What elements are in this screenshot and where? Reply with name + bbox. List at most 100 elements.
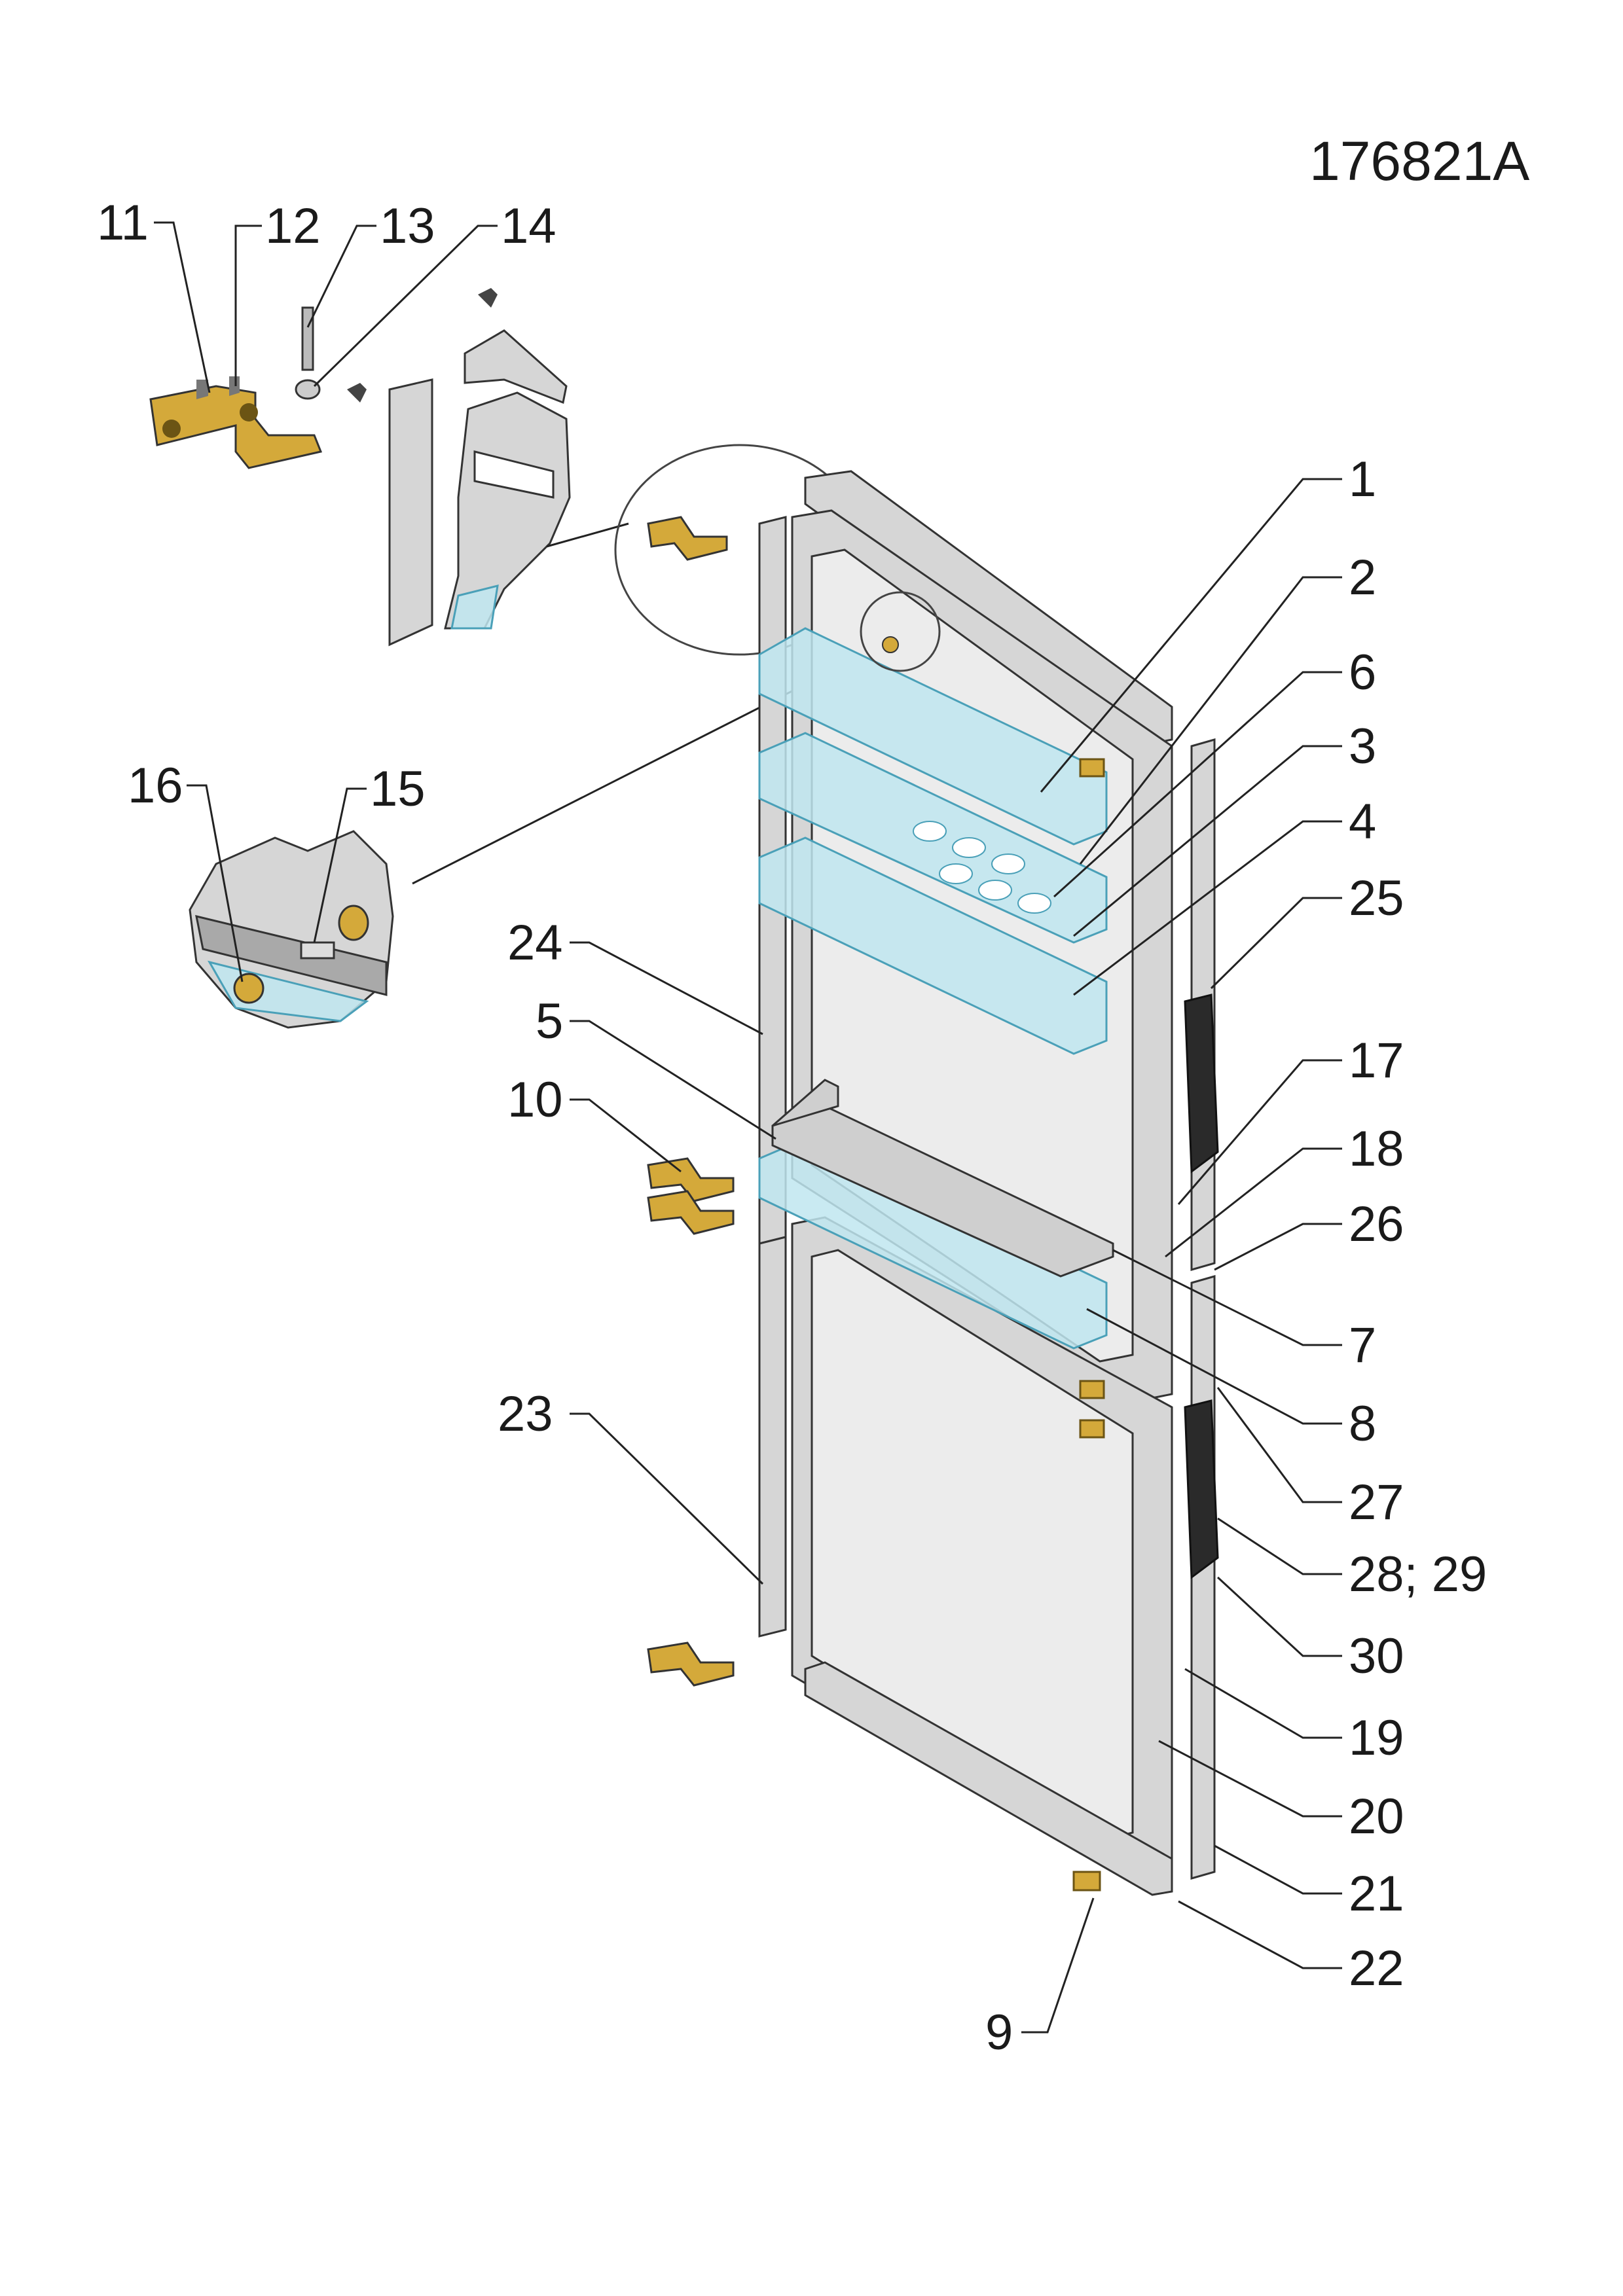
- side-strip: [388, 378, 433, 647]
- callout-28-29: 28; 29: [1349, 1547, 1487, 1602]
- hinge-middle-10: [647, 1157, 735, 1202]
- egg-cups: [913, 821, 1051, 914]
- leader-6: [1053, 671, 1342, 898]
- egg-cup: [952, 837, 986, 858]
- pin-13: [301, 306, 314, 371]
- callout-8: 8: [1349, 1396, 1376, 1452]
- leader-4: [1073, 820, 1342, 996]
- top-hinge-detail: [149, 288, 629, 647]
- callout-21: 21: [1349, 1866, 1404, 1922]
- leader-11: [154, 221, 211, 393]
- callout-23: 23: [498, 1386, 553, 1442]
- leader-16: [187, 784, 244, 982]
- detail-circle: [860, 591, 941, 672]
- callout-5: 5: [536, 994, 563, 1049]
- leader-17: [1177, 1059, 1342, 1205]
- callout-26: 26: [1349, 1196, 1404, 1252]
- hinge-middle-10b: [647, 1190, 735, 1235]
- gasket-lower: [1184, 1399, 1219, 1579]
- hinge-pin: [229, 376, 240, 396]
- egg-cup: [991, 853, 1025, 874]
- callout-15: 15: [370, 761, 426, 817]
- leader-19: [1184, 1668, 1342, 1739]
- leader-26: [1214, 1223, 1342, 1271]
- round-detail: [189, 830, 394, 1029]
- egg-cup: [1017, 893, 1051, 914]
- callout-19: 19: [1349, 1710, 1404, 1766]
- left-rail-23: [758, 1236, 787, 1638]
- leader-10: [570, 1098, 682, 1173]
- leader-2: [1079, 576, 1342, 865]
- detail-leader: [546, 522, 629, 548]
- hinge-screw: [162, 420, 181, 438]
- callout-18: 18: [1349, 1121, 1404, 1177]
- latch: [1079, 1380, 1105, 1399]
- leader-12: [234, 224, 262, 386]
- callout-labels: 1 2 6 3 4 25 17 18 26 7 8 27 28; 29 30 1…: [97, 195, 1487, 2060]
- round-detail-hole: [338, 905, 369, 941]
- latch-9: [1072, 1871, 1101, 1892]
- hinge-bracket: [149, 385, 323, 469]
- lower-door-panel: [811, 1249, 1134, 1840]
- hinge-pin: [196, 380, 208, 399]
- bar-bracket: [772, 1079, 839, 1127]
- leader-13: [306, 224, 376, 328]
- document-id: 176821A: [1309, 130, 1529, 192]
- top-frame: [804, 470, 1173, 747]
- leader-18: [1165, 1147, 1342, 1258]
- callout-17: 17: [1349, 1033, 1404, 1088]
- callout-3: 3: [1349, 719, 1376, 774]
- leader-lines: [154, 221, 1342, 2034]
- egg-cup: [939, 863, 973, 884]
- callout-6: 6: [1349, 645, 1376, 700]
- leader-9: [1021, 1897, 1095, 2034]
- door-corner-shelf: [450, 584, 499, 630]
- door-corner-slot: [473, 450, 555, 499]
- knob: [882, 636, 899, 653]
- screw: [347, 383, 367, 403]
- round-detail-pin-15: [300, 941, 335, 960]
- leader-27: [1216, 1387, 1342, 1503]
- gasket-upper: [1184, 994, 1219, 1174]
- door-assembly: [647, 470, 1219, 1896]
- leader-7: [1112, 1249, 1342, 1346]
- callout-10: 10: [507, 1072, 563, 1128]
- bottom-frame: [804, 1661, 1173, 1896]
- callout-4: 4: [1349, 794, 1376, 850]
- callout-9: 9: [985, 2005, 1013, 2060]
- egg-cup: [913, 821, 947, 842]
- hinge-bottom: [647, 1641, 735, 1687]
- leader-3: [1073, 745, 1342, 937]
- leader-8: [1086, 1308, 1342, 1425]
- leader-30: [1216, 1576, 1342, 1657]
- latch: [1079, 1419, 1105, 1439]
- callout-1: 1: [1349, 452, 1376, 507]
- leader-28: [1217, 1517, 1342, 1575]
- leader-1: [1040, 478, 1342, 793]
- hinge-screw: [240, 403, 258, 422]
- callout-12: 12: [265, 198, 321, 254]
- callout-25: 25: [1349, 870, 1404, 926]
- leader-20: [1158, 1740, 1342, 1818]
- hinge-top: [647, 516, 728, 561]
- leader-5: [570, 1020, 776, 1140]
- leader-15: [313, 787, 367, 943]
- egg-cup: [978, 880, 1012, 901]
- leader-21: [1214, 1844, 1342, 1895]
- callout-13: 13: [380, 198, 435, 254]
- callout-14: 14: [501, 198, 556, 254]
- round-detail-knob-16: [233, 973, 264, 1004]
- bushing-14: [295, 379, 321, 400]
- leader-22: [1178, 1900, 1342, 1969]
- angle-bracket: [464, 329, 568, 404]
- leader-25: [1210, 897, 1342, 990]
- callout-16: 16: [128, 758, 183, 814]
- screw: [478, 288, 498, 308]
- leader-24: [570, 941, 763, 1035]
- leader-14: [313, 224, 498, 387]
- callout-11: 11: [97, 195, 149, 251]
- callout-27: 27: [1349, 1475, 1404, 1530]
- callout-2: 2: [1349, 550, 1376, 605]
- leader-23: [570, 1412, 764, 1585]
